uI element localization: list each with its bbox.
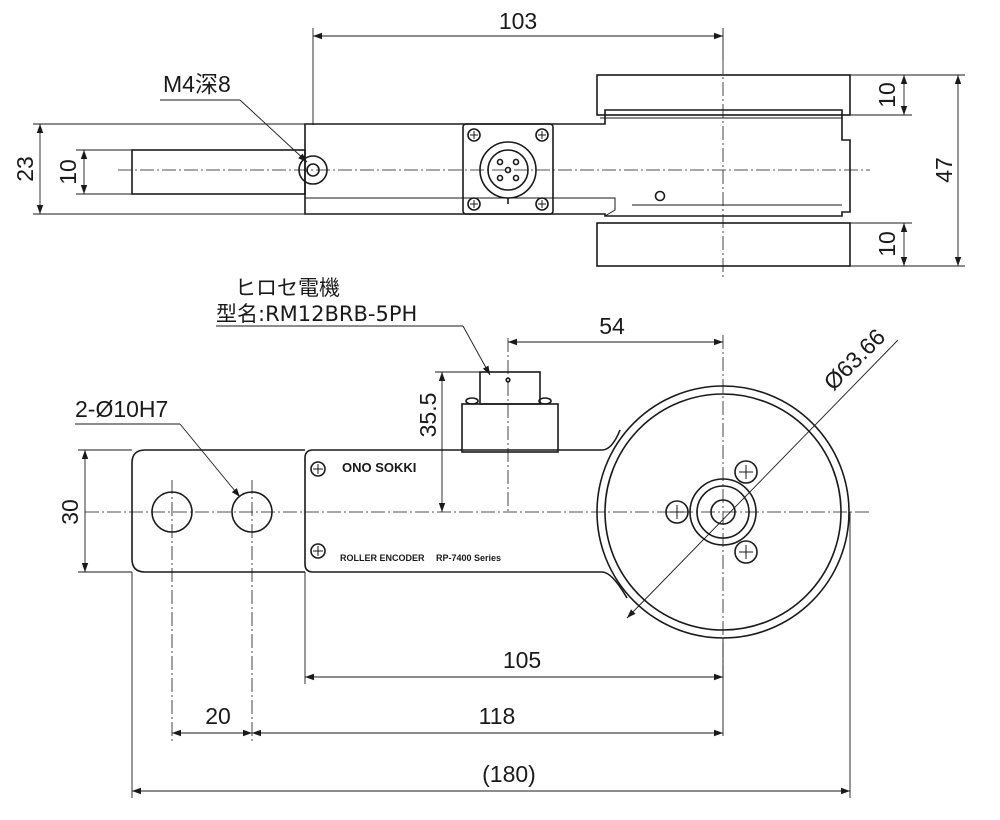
- top-body-step: [305, 197, 616, 217]
- top-view: 103 23 10 47 10 10 M4深8: [12, 8, 965, 278]
- dim-connector-height: 35.5: [415, 393, 441, 438]
- dim-wheel-lower: 10: [874, 231, 900, 257]
- front-connector-plug: [479, 371, 541, 405]
- dim-total-height: 47: [931, 157, 957, 183]
- dim-arm-thickness: 10: [55, 159, 81, 185]
- top-arm: [131, 149, 306, 195]
- dim-total-length: (180): [482, 761, 536, 787]
- front-connector-block: [461, 403, 559, 453]
- product-name: ROLLER ENCODER: [340, 553, 425, 563]
- series-name: RP-7400 Series: [436, 553, 501, 563]
- hub-screw-icon: [665, 460, 758, 564]
- hole-label: 2-Ø10H7: [75, 396, 168, 422]
- flange-screw-icon: [467, 128, 549, 211]
- dim-overall-length: 103: [499, 8, 537, 34]
- tap-label: M4深8: [163, 71, 231, 97]
- dim-hole-pitch: 20: [205, 703, 231, 729]
- body-screw-icon: [654, 190, 666, 202]
- front-view: ONO SOKKI ROLLER ENCODER RP-7400 Series …: [57, 276, 899, 798]
- connector-model: 型名:RM12BRB-5PH: [216, 302, 417, 326]
- connector-screw-icon: [465, 397, 552, 405]
- dim-height: 23: [12, 156, 38, 182]
- dim-hole-to-center: 118: [479, 703, 516, 729]
- front-body: [304, 429, 628, 599]
- front-arm: [131, 449, 305, 573]
- body-screw-icon: [310, 461, 326, 559]
- top-body: [304, 109, 851, 217]
- connector-maker: ヒロセ電機: [235, 276, 340, 300]
- top-wheel-lower: [596, 222, 851, 267]
- top-wheel-upper: [596, 74, 851, 116]
- dim-connector-offset: 54: [599, 313, 625, 339]
- connector-flange: [462, 123, 554, 215]
- brand-logo: ONO SOKKI: [342, 460, 416, 475]
- dim-body-to-center: 105: [503, 647, 541, 673]
- dim-arm-width: 30: [57, 499, 83, 525]
- dim-wheel-upper: 10: [874, 82, 900, 108]
